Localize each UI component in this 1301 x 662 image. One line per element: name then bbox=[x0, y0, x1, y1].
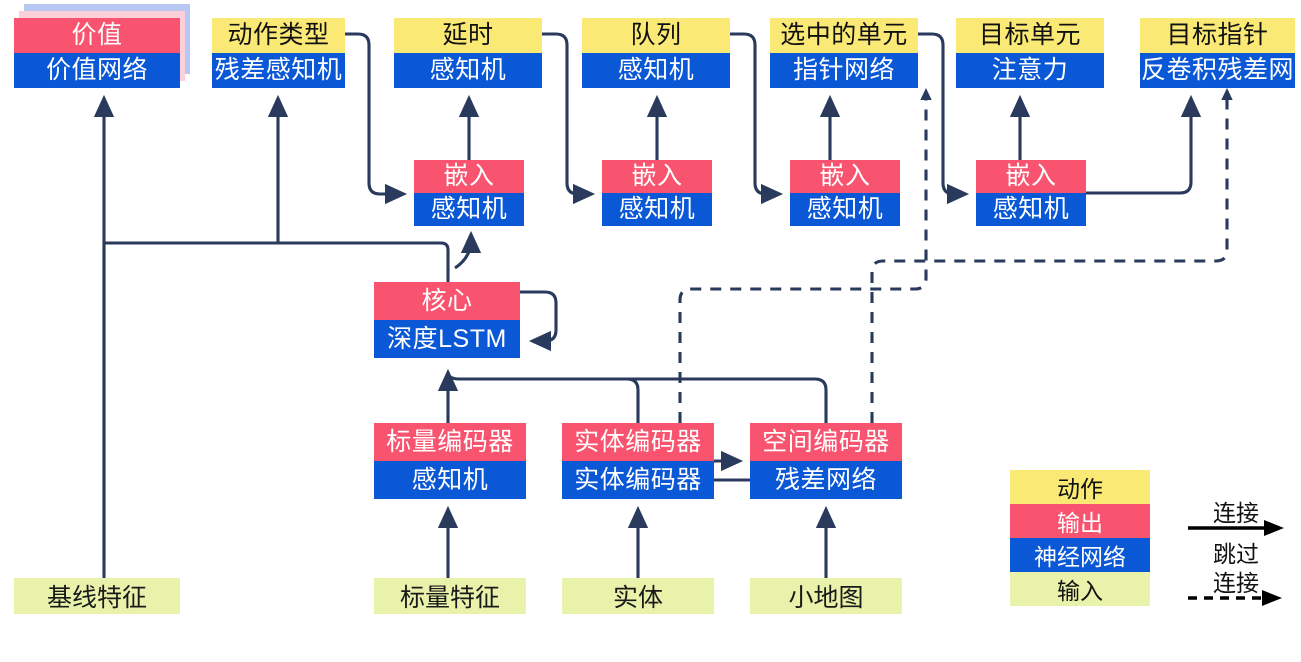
node-entity_enc-title: 实体编码器 bbox=[562, 423, 714, 461]
node-value: 价值价值网络 bbox=[14, 4, 190, 88]
wire-selected-units-to-embed4 bbox=[918, 32, 970, 205]
legend-skip-label-line2: 连接 bbox=[1213, 570, 1259, 596]
input-baseline_features: 基线特征 bbox=[14, 578, 180, 614]
node-action_type-title: 动作类型 bbox=[212, 18, 345, 53]
node-embed1-network: 感知机 bbox=[414, 193, 524, 226]
node-action_type-network: 残差感知机 bbox=[212, 53, 345, 88]
legend-skip-label-line1: 跳过 bbox=[1213, 541, 1259, 567]
legend-network: 神经网络 bbox=[1010, 538, 1150, 572]
node-target_unit-title: 目标单元 bbox=[956, 18, 1104, 53]
node-action_type: 动作类型残差感知机 bbox=[212, 18, 345, 88]
node-target_point: 目标指针反卷积残差网 bbox=[1140, 18, 1295, 88]
wire-core-riser-stub bbox=[448, 232, 466, 282]
node-spatial_enc: 空间编码器残差网络 bbox=[750, 423, 902, 499]
node-embed3: 嵌入感知机 bbox=[790, 160, 900, 226]
node-delay-network: 感知机 bbox=[394, 53, 542, 88]
node-spatial_enc-title: 空间编码器 bbox=[750, 423, 902, 461]
node-scalar_enc-network: 感知机 bbox=[374, 461, 526, 499]
wire-core-to-embed1 bbox=[454, 230, 482, 270]
node-embed1-title: 嵌入 bbox=[414, 160, 524, 193]
legend-connection-label: 连接 bbox=[1213, 500, 1259, 526]
node-embed4-title: 嵌入 bbox=[976, 160, 1086, 193]
wire-queue-to-embed3 bbox=[730, 32, 784, 205]
node-queue-network: 感知机 bbox=[582, 53, 730, 88]
node-embed3-title: 嵌入 bbox=[790, 160, 900, 193]
node-delay: 延时感知机 bbox=[394, 18, 542, 88]
node-target_point-title: 目标指针 bbox=[1140, 18, 1295, 53]
node-value-network: 价值网络 bbox=[14, 53, 180, 88]
node-target_unit: 目标单元注意力 bbox=[956, 18, 1104, 88]
skip-spatial-to-target-point bbox=[870, 98, 1229, 423]
node-selected_units-title: 选中的单元 bbox=[770, 18, 918, 53]
skip-arrowhead-selected-units bbox=[920, 88, 932, 100]
legend-arrows bbox=[1188, 520, 1284, 606]
skip-arrowhead-target-point bbox=[1221, 88, 1233, 100]
legend-action: 动作 bbox=[1010, 470, 1150, 504]
node-embed2: 嵌入感知机 bbox=[602, 160, 712, 226]
input-minimap: 小地图 bbox=[750, 578, 902, 614]
node-embed2-network: 感知机 bbox=[602, 193, 712, 226]
node-embed4-network: 感知机 bbox=[976, 193, 1086, 226]
node-delay-title: 延时 bbox=[394, 18, 542, 53]
node-spatial_enc-network: 残差网络 bbox=[750, 461, 902, 499]
wire-delay-to-embed2 bbox=[542, 32, 596, 205]
wire-spatial-enc-to-core bbox=[459, 377, 828, 423]
wire-core-self-loop bbox=[520, 290, 558, 352]
legend-output: 输出 bbox=[1010, 504, 1150, 538]
node-selected_units-network: 指针网络 bbox=[770, 53, 918, 88]
node-embed2-title: 嵌入 bbox=[602, 160, 712, 193]
input-scalar_features: 标量特征 bbox=[374, 578, 526, 614]
wire-action-type-to-embed1 bbox=[345, 32, 408, 205]
node-scalar_enc: 标量编码器感知机 bbox=[374, 423, 526, 499]
node-entity_enc-network: 实体编码器 bbox=[562, 461, 714, 499]
wire-embed1-chain bbox=[524, 178, 567, 194]
skip-entity-to-selected-units bbox=[678, 98, 928, 423]
node-entity_enc: 实体编码器实体编码器 bbox=[562, 423, 714, 499]
node-scalar_enc-title: 标量编码器 bbox=[374, 423, 526, 461]
node-core-network: 深度LSTM bbox=[374, 320, 520, 358]
legend-color-key: 动作输出神经网络输入 bbox=[1010, 470, 1150, 606]
node-core: 核心深度LSTM bbox=[374, 282, 520, 358]
legend-input: 输入 bbox=[1010, 572, 1150, 606]
node-target_unit-network: 注意力 bbox=[956, 53, 1104, 88]
node-embed1: 嵌入感知机 bbox=[414, 160, 524, 226]
node-selected_units: 选中的单元指针网络 bbox=[770, 18, 918, 88]
input-entities: 实体 bbox=[562, 578, 714, 614]
node-embed3-network: 感知机 bbox=[790, 193, 900, 226]
wire-core-to-left-bus bbox=[102, 241, 450, 560]
wire-embed4-to-target-point bbox=[1086, 94, 1202, 195]
node-target_point-network: 反卷积残差网 bbox=[1140, 53, 1295, 88]
node-value-title: 价值 bbox=[14, 18, 180, 53]
node-embed4: 嵌入感知机 bbox=[976, 160, 1086, 226]
node-core-title: 核心 bbox=[374, 282, 520, 320]
node-queue-title: 队列 bbox=[582, 18, 730, 53]
node-queue: 队列感知机 bbox=[582, 18, 730, 88]
